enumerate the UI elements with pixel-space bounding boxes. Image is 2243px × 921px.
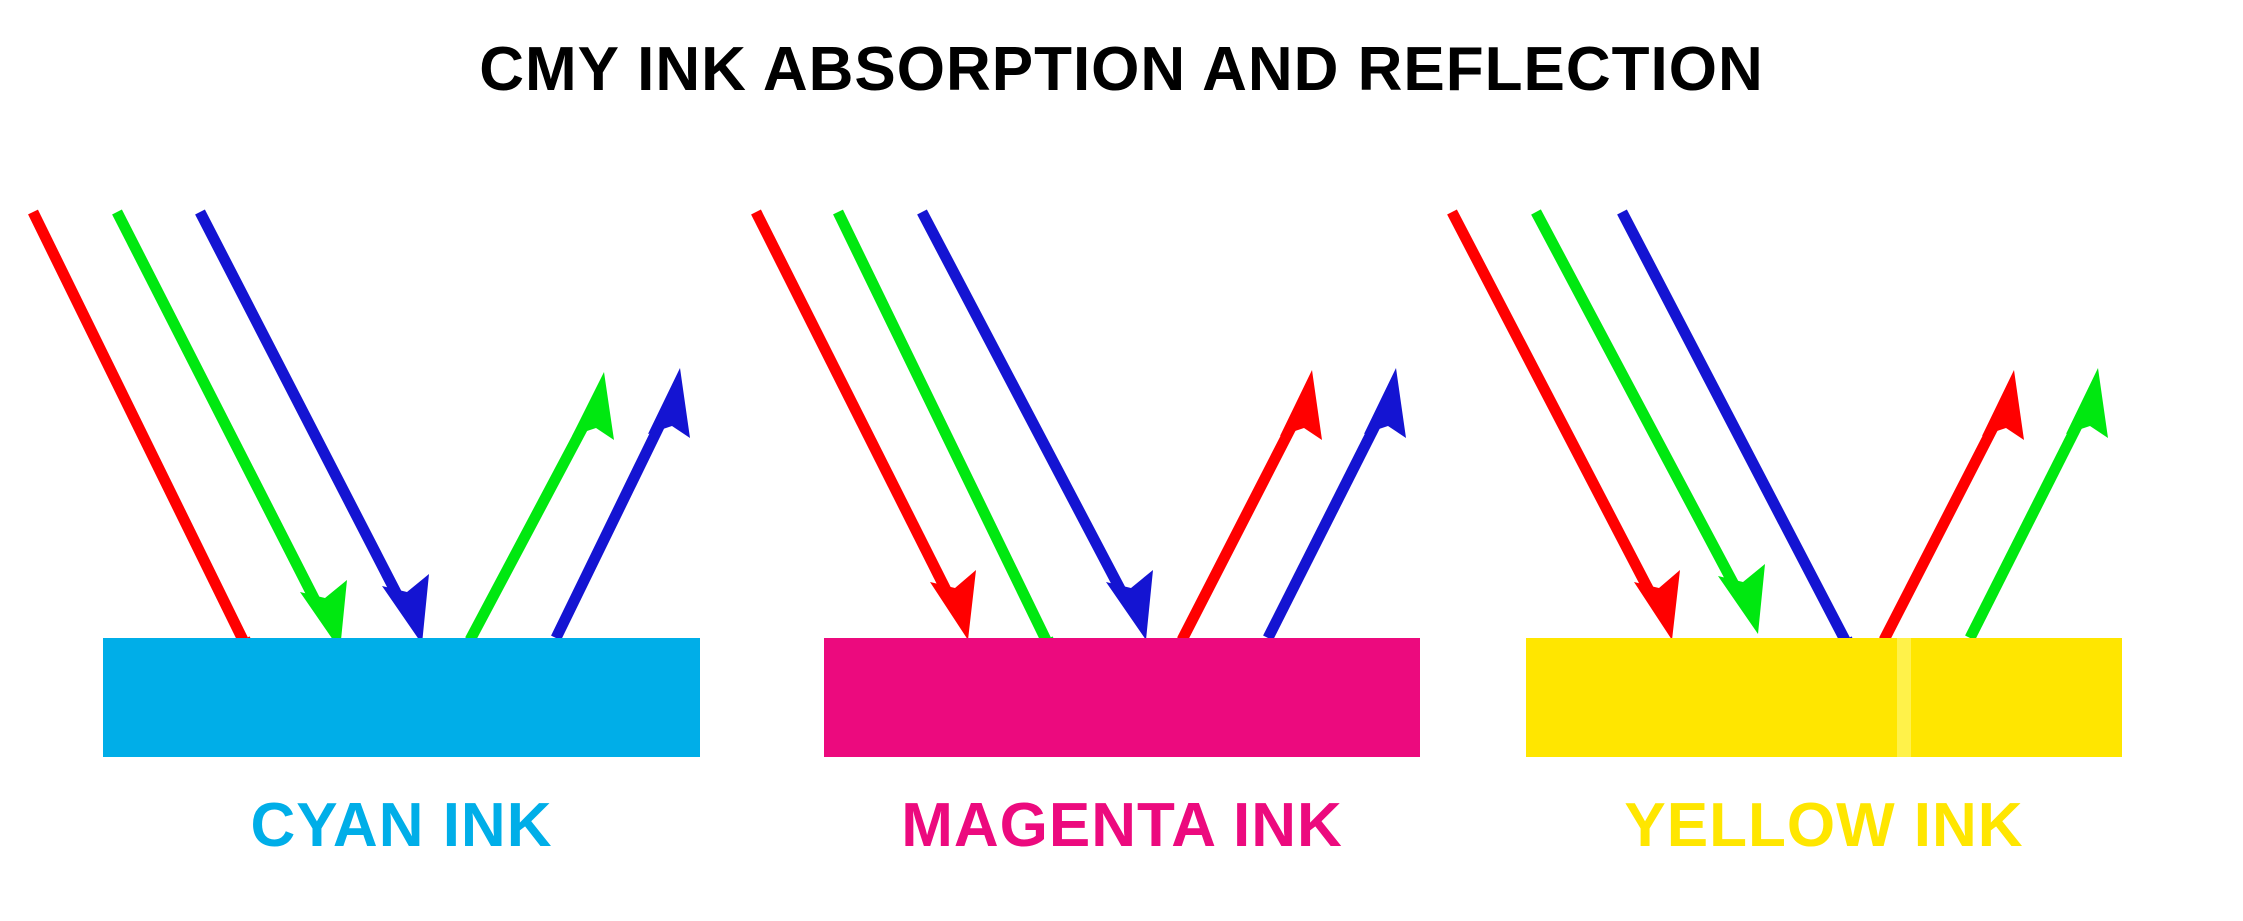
incident-red-arrowhead-magenta [930,570,976,640]
incident-green-ray-cyan [112,209,327,617]
reflected-red-arrowhead-magenta [1280,370,1322,440]
reflected-red-ray-yellow [1879,407,2007,643]
reflected-green-ray-cyan [465,407,597,643]
yellow-ink-swatch-seam [1897,638,1911,757]
reflected-red-arrowhead-yellow [1982,370,2024,440]
incident-red-arrowhead-yellow [1634,570,1680,640]
cyan-ink-label: CYAN INK [250,791,553,860]
page-title: CMY INK ABSORPTION AND REFLECTION [479,35,1764,104]
incident-red-ray-yellow [1447,209,1660,605]
incident-blue-ray-magenta [917,209,1133,607]
incident-blue-ray-cyan [195,209,409,611]
incident-blue-ray-yellow [1617,209,1850,643]
reflected-blue-arrowhead-magenta [1364,368,1406,438]
reflected-green-arrowhead-cyan [572,372,614,440]
reflected-red-ray-magenta [1177,407,1305,643]
incident-red-ray-magenta [751,209,957,605]
reflected-green-ray-yellow [1965,405,2091,641]
incident-green-ray-yellow [1531,209,1745,599]
incident-green-arrowhead-cyan [300,580,347,650]
reflected-blue-ray-cyan [551,405,673,641]
yellow-ink-label: YELLOW INK [1624,791,2024,860]
reflected-blue-arrowhead-cyan [648,368,690,438]
magenta-ink-label: MAGENTA INK [901,791,1343,860]
incident-green-ray-magenta [833,209,1051,643]
panel-yellow-rays [1447,209,2108,750]
incident-blue-arrowhead-magenta [1106,570,1153,640]
incident-red-ray-cyan [28,209,248,643]
cyan-ink-swatch [103,638,700,757]
incident-green-arrowhead-yellow [1718,564,1765,634]
reflected-blue-ray-magenta [1263,405,1389,641]
incident-blue-arrowhead-cyan [382,574,429,644]
yellow-ink-swatch [1526,638,2122,757]
reflected-green-arrowhead-yellow [2066,368,2108,438]
magenta-ink-swatch [824,638,1420,757]
